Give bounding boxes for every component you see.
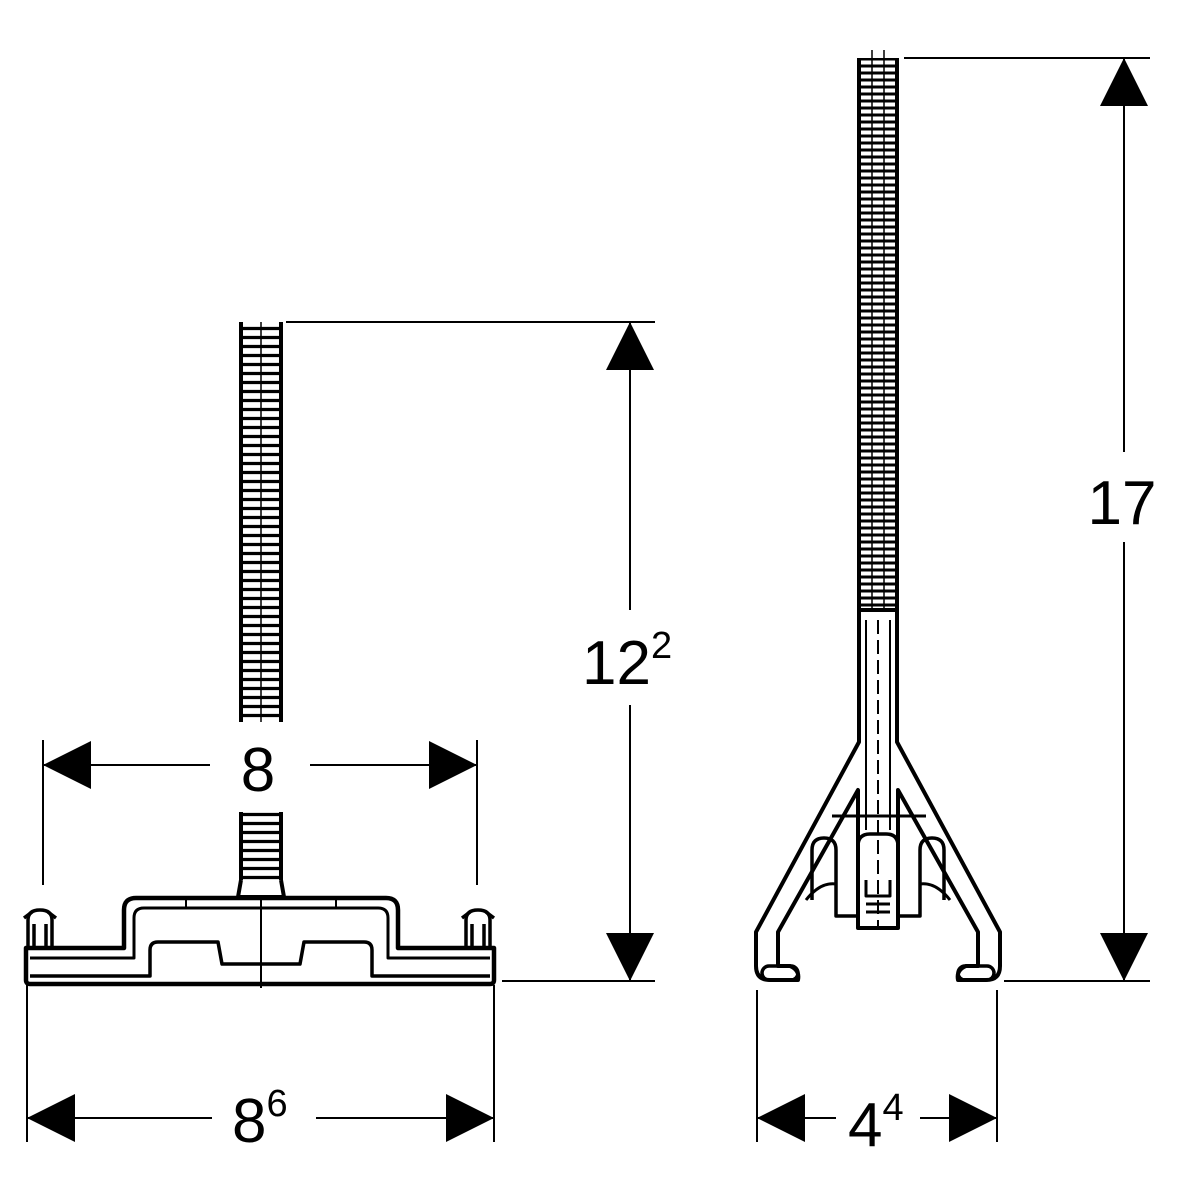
left-threaded-rod-lower: [239, 812, 283, 880]
dim-left-inner-width: 8: [241, 736, 275, 805]
left-threaded-rod-upper: [239, 322, 283, 722]
left-rod-neck: [236, 879, 286, 899]
left-clip-left: [22, 908, 58, 948]
right-foot-left: [760, 964, 800, 982]
right-foot-right: [956, 964, 996, 982]
left-base-plate: [23, 895, 497, 987]
dim-right-width: 44: [848, 1087, 904, 1160]
right-bracket-part: [754, 50, 1002, 982]
dim-left-outer-width: 86: [232, 1083, 288, 1156]
left-bracket-part: [22, 322, 497, 988]
left-clip-right: [460, 908, 496, 948]
right-threaded-rod: [857, 50, 899, 610]
dim-left-height: 122: [582, 625, 672, 698]
dim-right-height: 17: [1088, 469, 1157, 538]
dimension-lines: [26, 57, 1150, 1142]
